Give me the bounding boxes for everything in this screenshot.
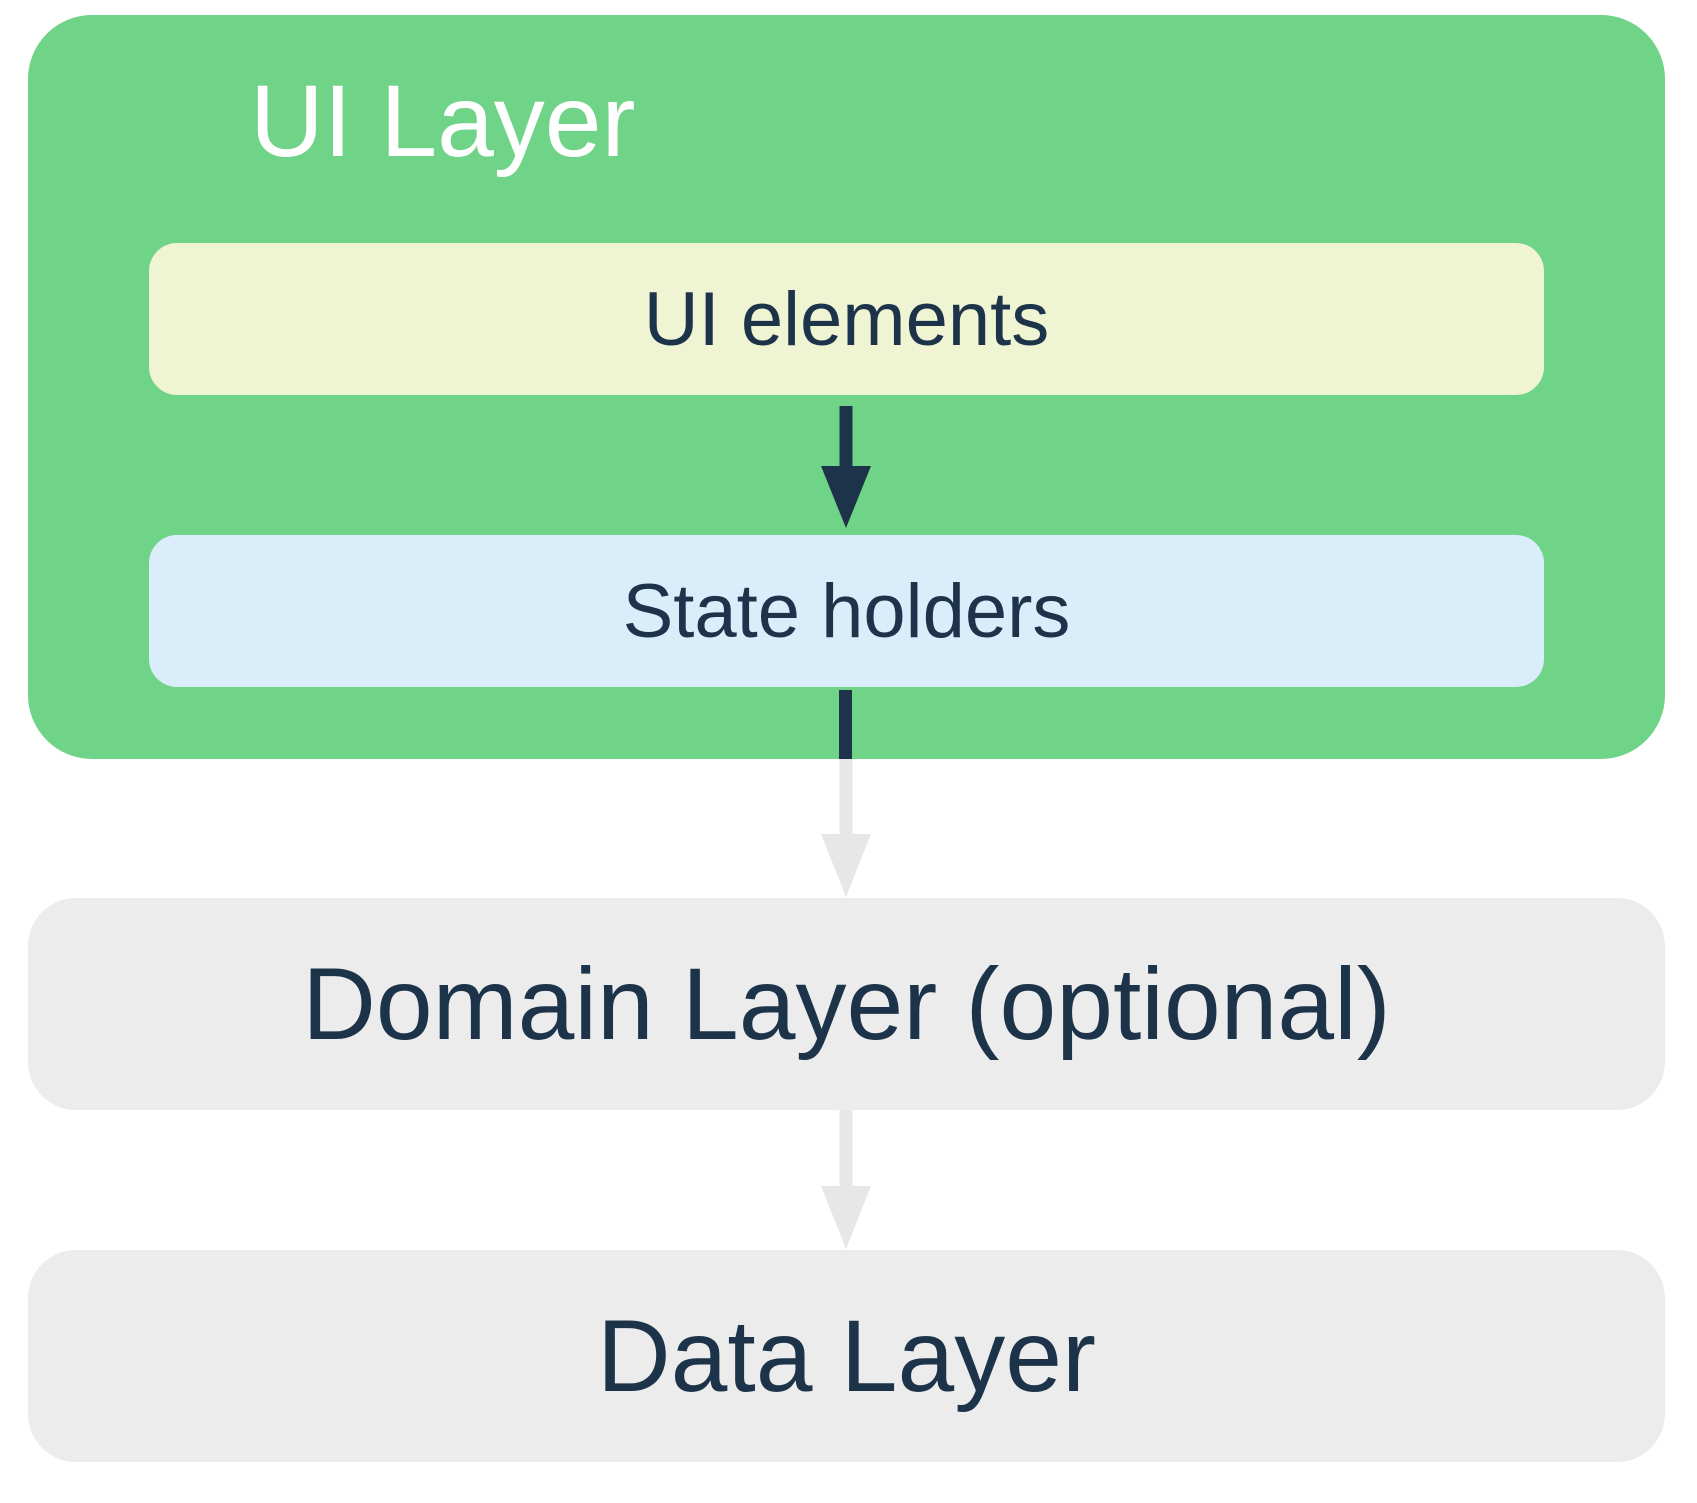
state-holders-box: State holders	[149, 535, 1544, 687]
state-holders-label: State holders	[622, 568, 1071, 654]
arrow-down-icon	[821, 406, 871, 528]
ui-elements-box: UI elements	[149, 243, 1544, 395]
data-layer-label: Data Layer	[597, 1298, 1096, 1413]
ui-elements-label: UI elements	[643, 276, 1050, 362]
domain-layer-box: Domain Layer (optional)	[28, 898, 1665, 1110]
ui-layer-title: UI Layer	[250, 64, 636, 178]
ui-layer-box: UI Layer UI elements State holders	[28, 15, 1665, 759]
domain-layer-label: Domain Layer (optional)	[302, 946, 1391, 1061]
data-layer-box: Data Layer	[28, 1250, 1665, 1462]
arrow-down-stem-icon	[839, 690, 852, 759]
arrow-down-icon	[821, 1110, 871, 1249]
arrow-down-icon	[821, 759, 871, 897]
